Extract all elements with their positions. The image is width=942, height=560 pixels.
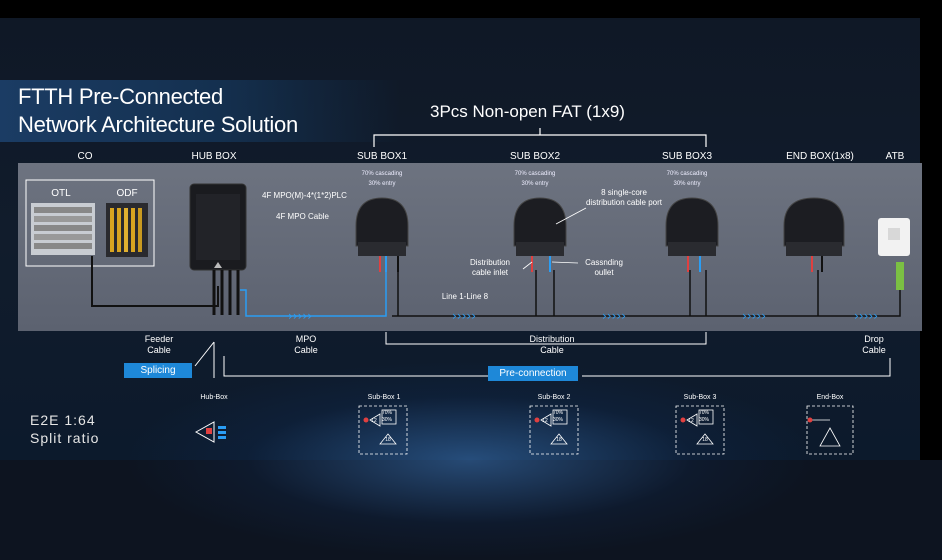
fat-title: 3Pcs Non-open FAT (1x9): [430, 102, 625, 121]
sub-box-1-entry: 30% entry: [368, 181, 396, 187]
header-hub-box: HUB BOX: [191, 151, 237, 162]
sub-box-3-icon: [665, 197, 719, 272]
inlet-annotation-line-1: Distribution: [469, 258, 510, 267]
network-diagram: ››››› ››››› ››››› ››››› ›››››: [25, 179, 910, 455]
mpo-cable-line-1: MPO: [295, 334, 317, 344]
sub-box-2-pct30: 30%: [552, 417, 563, 423]
sub-box-3-schematic-label: Sub-Box 3: [683, 394, 717, 401]
line-annotation: Line 1-Line 8: [441, 292, 489, 301]
sub-box-1-cascading: 70% cascading: [361, 171, 403, 177]
sub-box-2-cascading: 70% cascading: [514, 171, 556, 177]
title-banner: [0, 80, 400, 142]
sub-box-2-schematic-label: Sub-Box 2: [537, 394, 571, 401]
port-annotation-line-2: distribution cable port: [585, 198, 663, 207]
split-ratio-line-1: E2E 1:64: [30, 412, 96, 428]
top-frame: [0, 0, 942, 18]
sub-box-3-schematic: [675, 405, 725, 455]
sub-box-2-entry: 30% entry: [521, 181, 549, 187]
sub-box-1-n12: 12: [371, 418, 377, 424]
drop-cable-line-1: Drop: [864, 334, 884, 344]
split-ratio-line-2: Split ratio: [30, 430, 100, 446]
end-box-schematic-label: End-Box: [816, 394, 844, 401]
header-end-box: END BOX(1x8): [786, 151, 854, 162]
port-annotation-line-1: 8 single-core: [601, 188, 647, 197]
sub-box-1-n18: 18: [385, 437, 391, 443]
odf-label: ODF: [116, 188, 138, 199]
sub-box-2-schematic: [529, 405, 579, 455]
hub-box-schematic-label: Hub-Box: [200, 394, 228, 401]
svg-text:›››››: ›››››: [452, 309, 476, 323]
header-sub-box-2: SUB BOX2: [509, 151, 561, 162]
svg-text:›››››: ›››››: [602, 309, 626, 323]
atb-icon: [878, 218, 910, 256]
inlet-annotation-line-2: cable inlet: [471, 268, 509, 277]
sub-box-2-icon: [513, 197, 567, 272]
right-frame: [920, 0, 942, 460]
mpo-cable-label: 4F MPO Cable: [276, 212, 329, 221]
otl-label: OTL: [51, 188, 71, 199]
header-atb: ATB: [885, 151, 905, 162]
sub-box-2-n12: 12: [542, 418, 548, 424]
outlet-annotation-line-2: oullet: [594, 268, 614, 277]
sub-box-1-pct70: 70%: [381, 410, 392, 416]
sub-box-3-n18: 18: [702, 437, 708, 443]
sub-box-1-schematic: [358, 405, 408, 455]
preconnection-button[interactable]: Pre-connection: [488, 366, 578, 381]
splicing-button[interactable]: Splicing: [124, 363, 192, 378]
end-box-schematic: [806, 405, 854, 455]
sub-box-2-pct70: 70%: [552, 410, 563, 416]
svg-text:›››››: ›››››: [854, 309, 878, 323]
fat-bracket: [373, 128, 707, 147]
svg-text:›››››: ›››››: [742, 309, 766, 323]
end-box-icon: [783, 197, 845, 272]
sub-box-2-n18: 18: [556, 437, 562, 443]
feeder-cable-line-1: Feeder: [144, 334, 174, 344]
header-co: CO: [77, 151, 93, 162]
hub-box-icon: [189, 183, 247, 315]
sub-box-3-cascading: 70% cascading: [666, 171, 708, 177]
odf-rack-icon: [106, 203, 148, 257]
sub-box-1-pct30: 30%: [381, 417, 392, 423]
sub-box-3-pct30: 30%: [698, 417, 709, 423]
title-line-1: FTTH Pre-Connected: [18, 84, 223, 109]
network-panel: [18, 163, 922, 331]
sub-box-1-schematic-label: Sub-Box 1: [367, 394, 401, 401]
distribution-cable-line-1: Distribution: [529, 334, 575, 344]
mpo-cable-line-2: Cable: [294, 345, 318, 355]
outlet-annotation-line-1: Cassnding: [585, 258, 623, 267]
header-sub-box-3: SUB BOX3: [661, 151, 713, 162]
hub-schematic-icon: [194, 421, 226, 443]
plc-label: 4F MPO(M)-4*(1*2)PLC: [262, 191, 347, 200]
svg-text:›››››: ›››››: [288, 309, 312, 323]
drop-cable-line-2: Cable: [862, 345, 886, 355]
flow-arrows: ››››› ››››› ››››› ››››› ›››››: [288, 309, 878, 323]
otl-rack-icon: [31, 203, 95, 255]
header-sub-box-1: SUB BOX1: [356, 151, 408, 162]
distribution-cable-line-2: Cable: [540, 345, 564, 355]
sub-box-3-entry: 30% entry: [673, 181, 701, 187]
feeder-cable-line-2: Cable: [147, 345, 171, 355]
sub-box-3-pct70: 70%: [698, 410, 709, 416]
sub-box-1-icon: [355, 197, 409, 272]
title-line-2: Network Architecture Solution: [18, 112, 298, 137]
sub-box-3-n12: 12: [688, 418, 694, 424]
